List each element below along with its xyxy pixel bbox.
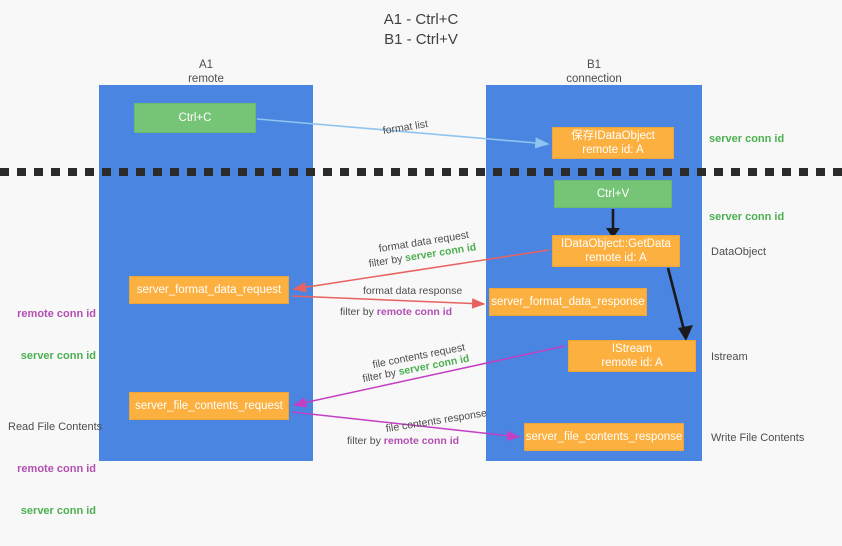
- node-ctrl-v[interactable]: Ctrl+V: [554, 180, 672, 208]
- server-conn-id-key: server conn id: [403, 241, 477, 265]
- side-label-server-conn-id-mid: server conn id: [709, 211, 785, 223]
- edge-label-format-data-response: format data response: [363, 285, 463, 297]
- side-label-remote-conn-id: remote conn id: [17, 308, 96, 320]
- edge-label-format-data-request-filter: filter by server conn id: [358, 240, 478, 285]
- phase-divider: [0, 168, 842, 176]
- node-save-idataobject[interactable]: 保存IDataObject remote id: A: [552, 127, 674, 159]
- side-label-dataobject: DataObject: [711, 246, 767, 258]
- filter-prefix: filter by: [347, 435, 384, 447]
- filter-prefix: filter by: [367, 252, 406, 271]
- edge-label-format-list-text: format list: [381, 118, 429, 138]
- side-label-remote-conn-id: remote conn id: [17, 463, 96, 475]
- edge-label-format-list: format list: [372, 110, 429, 152]
- side-label-write-file-contents: Write File Contents: [711, 432, 805, 444]
- remote-conn-id-key: remote conn id: [376, 306, 453, 318]
- node-server-format-data-request[interactable]: server_format_data_request: [129, 276, 289, 304]
- filter-prefix: filter by: [361, 366, 400, 386]
- side-label-server-conn-id: server conn id: [20, 350, 96, 362]
- side-label-server-conn-id: server conn id: [20, 505, 96, 517]
- node-server-file-contents-response[interactable]: server_file_contents_response: [524, 423, 684, 451]
- edge-label-file-contents-response-text: file contents response: [384, 407, 488, 436]
- remote-conn-id-key: remote conn id: [383, 435, 460, 447]
- edge-label-format-data-response-filter: filter by remote conn id: [340, 305, 452, 319]
- side-label-read-file-contents: Read File Contents: [8, 421, 103, 433]
- filter-prefix: filter by: [340, 306, 377, 318]
- node-ctrl-c[interactable]: Ctrl+C: [134, 103, 256, 133]
- node-server-format-data-response[interactable]: server_format_data_response: [489, 288, 647, 316]
- edge-label-format-data-request-filter-inner: filter by server conn id: [367, 240, 477, 271]
- page-title: A1 - Ctrl+C B1 - Ctrl+V: [383, 11, 459, 48]
- side-label-istream: Istream: [711, 351, 748, 363]
- node-istream[interactable]: IStream remote id: A: [568, 340, 696, 372]
- node-server-file-contents-request[interactable]: server_file_contents_request: [129, 392, 289, 420]
- side-label-server-conn-id-top: server conn id: [709, 133, 785, 145]
- diagram-canvas: A1 - Ctrl+C B1 - Ctrl+V A1 remote B1 con…: [0, 11, 842, 517]
- node-idataobject-getdata[interactable]: IDataObject::GetData remote id: A: [552, 235, 680, 267]
- edge-label-file-contents-response-filter: filter by remote conn id: [347, 434, 459, 448]
- edge-label-file-contents-request-filter: filter by server conn id: [352, 353, 472, 400]
- side-label-conn-ids-format: remote conn id server conn id: [8, 279, 96, 391]
- column-header-a1: A1 remote: [188, 59, 224, 85]
- column-header-b1: B1 connection: [566, 59, 622, 85]
- side-label-conn-ids-file: Read File Contents remote conn id server…: [8, 392, 103, 546]
